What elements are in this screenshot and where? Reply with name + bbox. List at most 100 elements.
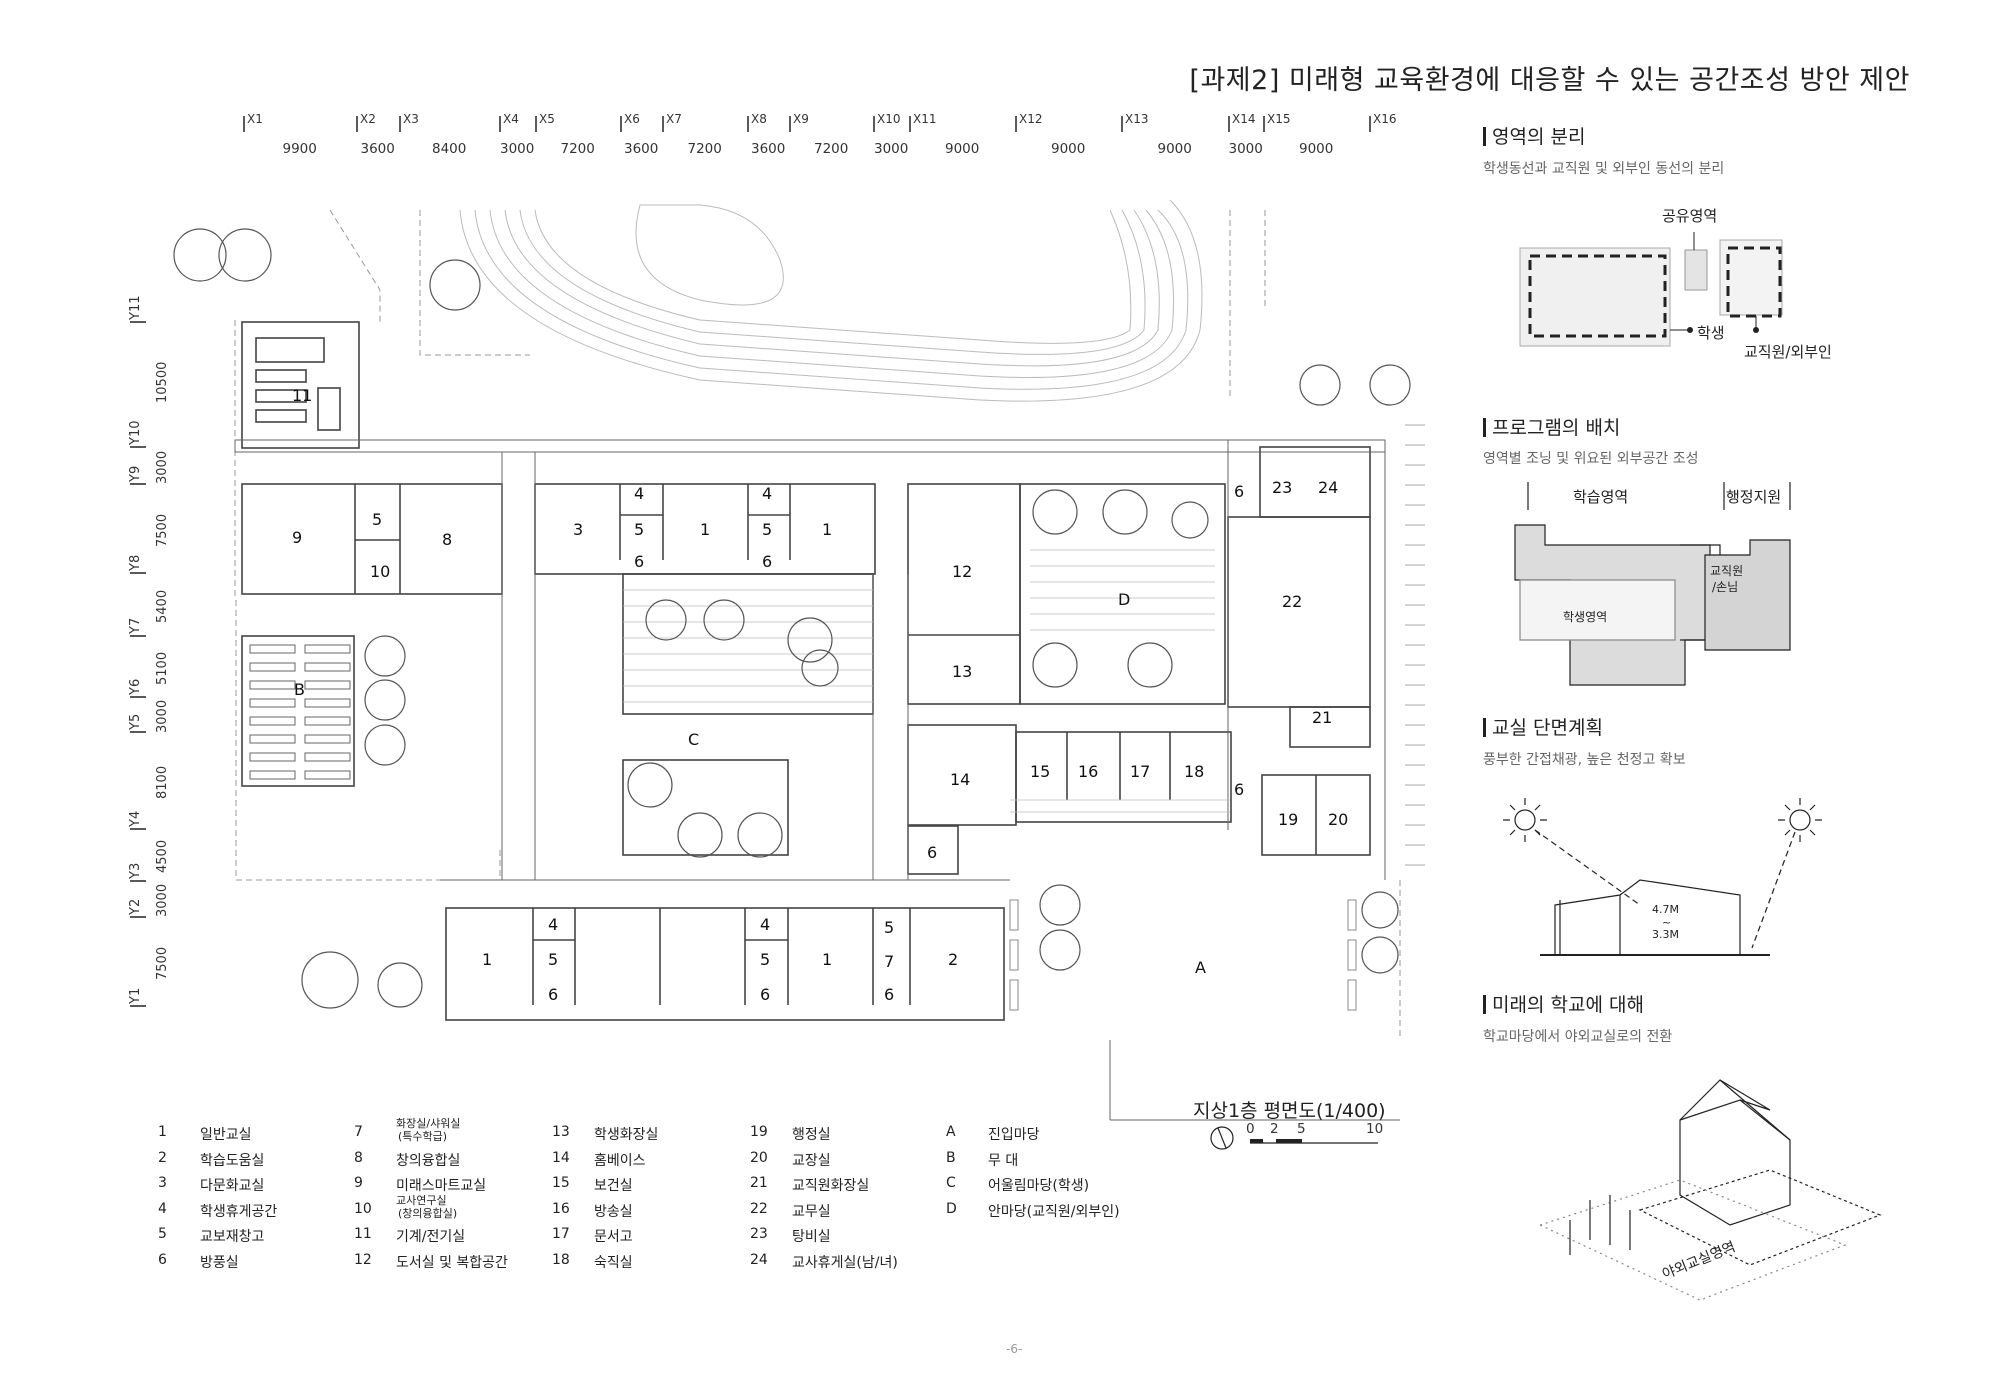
legend-number: 10 [354, 1200, 372, 1217]
room-label: 5 [372, 510, 383, 529]
room-label: 13 [952, 662, 973, 681]
y-grid-label: Y5 [128, 713, 143, 730]
x-grid-label: X7 [666, 112, 682, 126]
x-grid-label: X13 [1125, 112, 1149, 126]
x-grid-label: X15 [1267, 112, 1291, 126]
legend-number: 4 [158, 1200, 167, 1217]
x-dimension: 9900 [282, 141, 317, 157]
room-label: 5 [762, 520, 773, 539]
legend-number: 12 [354, 1251, 372, 1268]
legend-number: 23 [750, 1226, 768, 1242]
x-dimension: 7200 [814, 141, 849, 157]
y-dimension: 4500 [155, 839, 170, 873]
legend-text: 숙직실 [594, 1254, 633, 1271]
section-title-future: 미래의 학교에 대해 [1483, 990, 1644, 1017]
legend-text: 화장실/샤워실 [396, 1117, 461, 1130]
y-dimension: 5100 [155, 651, 170, 685]
room-label: 6 [762, 552, 773, 571]
y-dimension: 7500 [155, 946, 170, 980]
x-dimension: 9000 [1051, 141, 1086, 157]
legend-number: 18 [552, 1251, 570, 1268]
height-label-max: 4.7M [1652, 903, 1679, 916]
legend-number: 24 [750, 1251, 768, 1268]
room-label: 16 [1078, 762, 1099, 781]
legend-number: 21 [750, 1175, 768, 1191]
room-label: 18 [1184, 762, 1205, 781]
height-label-sep: ~ [1662, 916, 1672, 929]
section-subtitle: 학생동선과 교직원 및 외부인 동선의 분리 [1483, 161, 1725, 177]
room-label: D [1118, 590, 1131, 609]
x-grid-label: X16 [1373, 112, 1397, 126]
legend-text: 진입마당 [988, 1127, 1040, 1143]
legend-number: D [946, 1200, 957, 1217]
legend-number: 20 [750, 1149, 768, 1166]
y-grid-label: Y8 [128, 554, 143, 571]
section-title-program: 프로그램의 배치 [1483, 413, 1620, 440]
x-grid-label: X8 [751, 112, 767, 126]
y-grid-label: Y6 [128, 678, 143, 695]
legend-number: 22 [750, 1200, 768, 1217]
legend-number: 6 [158, 1251, 167, 1268]
legend-text: 교직원화장실 [792, 1178, 870, 1194]
x-dimension: 9000 [1299, 141, 1334, 157]
legend-number: 11 [354, 1226, 372, 1242]
room-label: 8 [442, 530, 453, 549]
scale-tick: 10 [1366, 1121, 1384, 1137]
y-dimension: 3000 [155, 883, 170, 917]
y-dimension: 3000 [155, 699, 170, 733]
room-label: 5 [760, 950, 771, 969]
scale-tick: 2 [1270, 1121, 1279, 1137]
x-grid-label: X3 [403, 112, 419, 126]
legend-text: 학생휴게공간 [200, 1203, 278, 1220]
legend-number: 17 [552, 1226, 570, 1242]
x-dimension: 7200 [560, 141, 595, 157]
x-grid-label: X5 [539, 112, 555, 126]
legend-number: C [946, 1175, 956, 1191]
legend-text: 무 대 [988, 1152, 1019, 1169]
x-dimension: 3000 [874, 141, 909, 157]
room-label: 15 [1030, 762, 1051, 781]
x-dimension: 8400 [432, 141, 467, 157]
room-label: 9 [292, 528, 303, 547]
room-label: 4 [760, 915, 771, 934]
room-label: 2 [948, 950, 959, 969]
legend-text: 교보재창고 [200, 1229, 265, 1245]
legend-text: 방풍실 [200, 1254, 239, 1271]
section-title-zoning: 영역의 분리 [1483, 122, 1585, 149]
y-grid-label: Y1 [128, 987, 143, 1004]
page-title: [과제2] 미래형 교육환경에 대응할 수 있는 공간조성 방안 제안 [1189, 65, 1910, 96]
x-grid-ticks [243, 116, 1371, 132]
legend-text: 방송실 [594, 1203, 633, 1220]
scale-tick: 0 [1246, 1121, 1255, 1137]
diagram-head-admin: 행정지원 [1726, 488, 1782, 506]
room-label: 10 [370, 562, 391, 581]
diagram-head-learning: 학습영역 [1573, 488, 1629, 506]
legend-text: 일반교실 [200, 1127, 252, 1143]
room-label: C [688, 730, 700, 749]
room-label: 7 [884, 952, 895, 971]
legend-text: 홈베이스 [594, 1152, 646, 1169]
room-label: B [294, 680, 305, 699]
room-label: 6 [1234, 780, 1245, 799]
legend-number: 5 [158, 1226, 167, 1242]
legend-number: B [946, 1149, 956, 1166]
room-label: 21 [1312, 708, 1333, 727]
room-label: 1 [700, 520, 711, 539]
legend-number: 19 [750, 1124, 768, 1140]
legend-number: 8 [354, 1149, 363, 1166]
x-grid-label: X9 [793, 112, 809, 126]
x-grid-label: X14 [1232, 112, 1256, 126]
legend-text: 다문화교실 [200, 1178, 265, 1194]
legend-text: 교사휴게실(남/녀) [792, 1254, 898, 1271]
x-grid-label: X12 [1019, 112, 1043, 126]
room-label: 4 [548, 915, 559, 934]
room-label: 4 [762, 484, 773, 503]
section-subtitle: 풍부한 간접채광, 높은 천정고 확보 [1483, 752, 1686, 768]
legend-text: 학습도움실 [200, 1152, 265, 1169]
room-label: 1 [482, 950, 493, 969]
legend-number: 15 [552, 1175, 570, 1191]
room-label: 5 [548, 950, 559, 969]
room-label: 6 [884, 985, 895, 1004]
legend-number: 16 [552, 1200, 570, 1217]
legend-text: 문서고 [594, 1229, 633, 1245]
